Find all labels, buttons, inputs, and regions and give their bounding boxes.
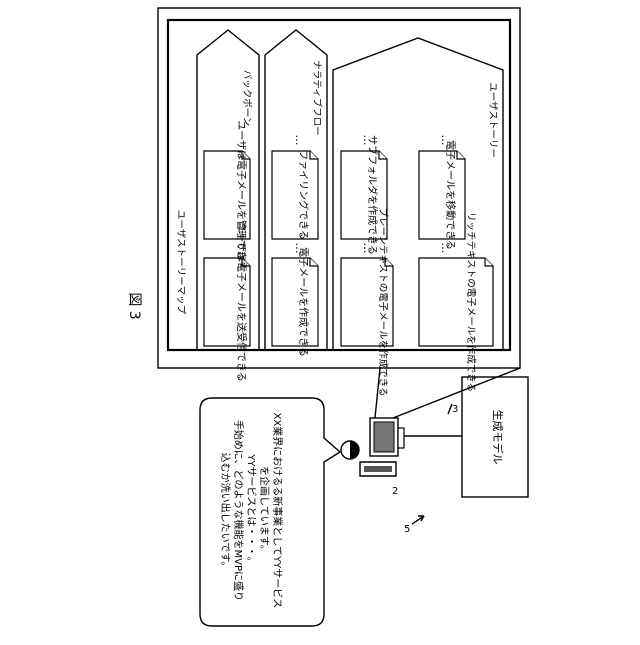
card-text: プレーンテキストの電子メールを作成できる [377,207,389,396]
narrative-flow-label: ナラティブフロー [311,60,323,135]
ellipsis-between-us1: … [361,243,374,254]
computer-ref: 2 [392,486,398,497]
card-filing: ファイリングできる [272,150,318,240]
user-story-label: ユーザストーリー [487,82,498,158]
model-ref: 3 [452,404,458,415]
card-send-receive-email: ユーザは電子メールを送受信できる [204,222,250,382]
speech-text: XX業界におけるる新事業としてYYサービス を企画しています。 YYサービスとは… [219,413,284,612]
figure-title: 図 3 [126,292,142,319]
card-text: 電子メールを移動できる [444,140,457,250]
ellipsis-between-us2: … [439,243,452,254]
computer-icon [360,418,404,476]
system-ref: 5 [404,524,410,535]
backbone-label: バックボーン [241,70,252,127]
card-text: 電子メールを作成できる [297,247,309,357]
card-move-email: 電子メールを移動できる [419,140,465,250]
card-text: ユーザは電子メールを送受信できる [235,222,248,382]
card-text: ファイリングできる [297,150,310,240]
user-avatar-icon [341,441,359,459]
story-map-title: ユーザストーリーマップ [175,210,186,315]
card-text: リッチテキストの電子メールを作成できる [465,212,477,392]
card-create-email: 電子メールを作成できる [272,247,318,357]
generation-model-label: 生成モデル [491,410,505,465]
ellipsis-top-col2: … [293,135,306,146]
